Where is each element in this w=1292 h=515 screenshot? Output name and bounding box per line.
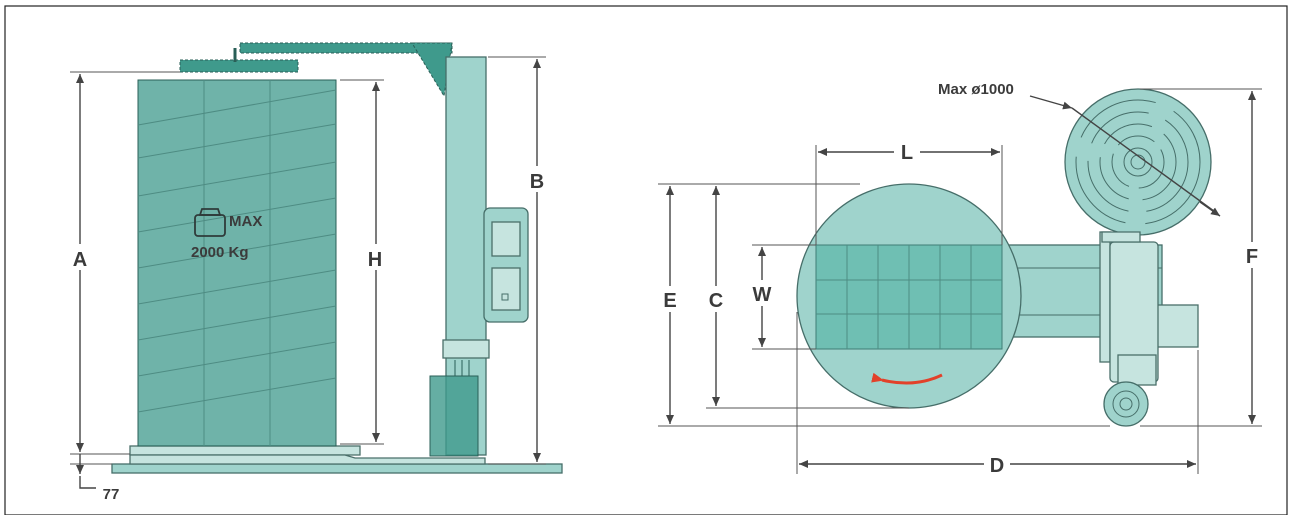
film-reel bbox=[1064, 88, 1212, 236]
dim-F-label: F bbox=[1246, 246, 1258, 268]
floor-base bbox=[111, 463, 563, 474]
wheel bbox=[1103, 381, 1149, 427]
reel-bracket bbox=[1101, 231, 1141, 243]
column-base-top bbox=[1099, 231, 1111, 363]
load-weight-label: 2000 Kg bbox=[191, 244, 249, 261]
dim-C-label: C bbox=[709, 290, 723, 312]
dim-77-label: 77 bbox=[103, 486, 120, 503]
frame bbox=[4, 5, 1288, 515]
load-max-label: MAX bbox=[229, 213, 262, 230]
panel-button bbox=[501, 293, 509, 301]
dim-H-label: H bbox=[368, 249, 382, 271]
turntable-platform bbox=[129, 445, 361, 456]
carriage-box bbox=[429, 375, 479, 457]
column-sleeve bbox=[442, 339, 490, 359]
dim-L-label: L bbox=[901, 142, 913, 164]
dim-B-label: B bbox=[530, 171, 544, 193]
dim-D-label: D bbox=[990, 455, 1004, 477]
dim-W-label: W bbox=[753, 284, 772, 306]
turntable-ramp bbox=[129, 454, 486, 465]
carriage-lower bbox=[1117, 354, 1157, 386]
weight-icon bbox=[194, 208, 226, 237]
dim-A-label: A bbox=[73, 249, 87, 271]
pallet-grid bbox=[137, 80, 337, 446]
top-view: Max ø1000 L E C W D F bbox=[657, 81, 1265, 477]
top-arm bbox=[239, 42, 453, 54]
dim-E-label: E bbox=[663, 290, 676, 312]
reel-max-label: Max ø1000 bbox=[938, 81, 1014, 98]
panel-keypad bbox=[491, 267, 521, 311]
side-view: MAX 2000 Kg A 77 bbox=[68, 42, 563, 503]
top-press-plate bbox=[179, 59, 299, 73]
rotation-arrow-icon bbox=[871, 372, 943, 385]
panel-display bbox=[491, 221, 521, 257]
